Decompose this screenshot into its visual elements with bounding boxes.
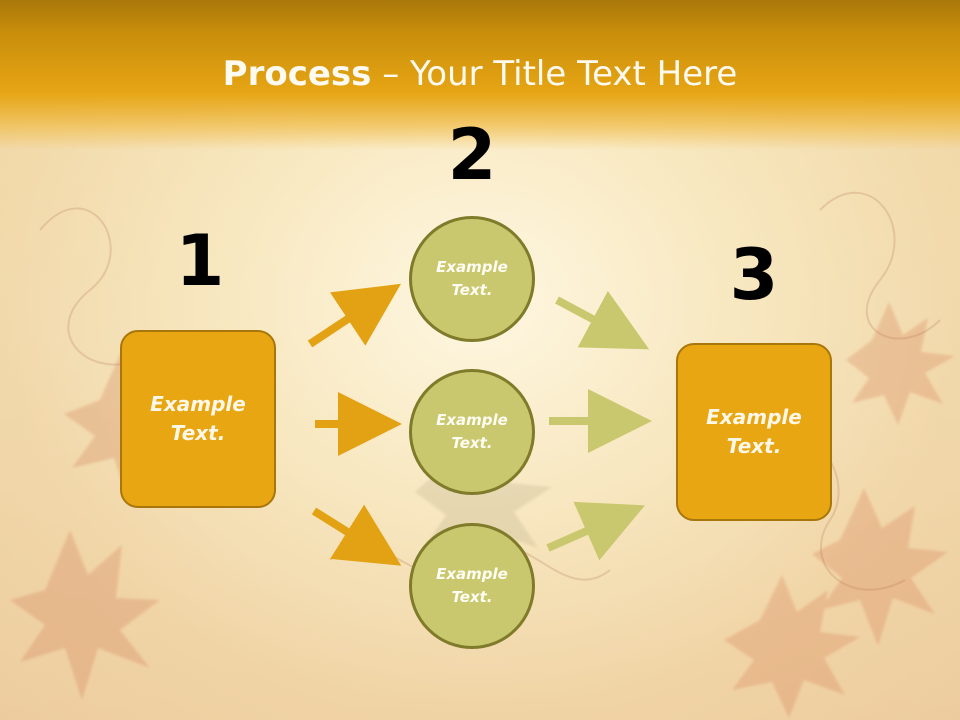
- step-1-box: Example Text.: [120, 330, 276, 508]
- title-rest: Your Title Text Here: [410, 54, 738, 94]
- step-2-number: 2: [447, 114, 497, 196]
- header-band: [0, 0, 960, 150]
- step-1-number: 1: [175, 220, 225, 302]
- step-2-circle-middle: Example Text.: [409, 369, 535, 495]
- arrow-right-icon: [555, 290, 650, 350]
- arrow-right-icon: [546, 501, 645, 561]
- step-2-circle-bottom: Example Text.: [409, 523, 535, 649]
- arrow-right-icon: [311, 504, 402, 566]
- maple-leaves-right: [724, 302, 955, 718]
- title-strong: Process: [222, 54, 372, 94]
- arrow-right-icon: [307, 283, 402, 348]
- step-2-circle-top: Example Text.: [409, 216, 535, 342]
- title-dash: –: [371, 54, 411, 94]
- slide-title: Process – Your Title Text Here: [0, 52, 960, 96]
- step-3-box: Example Text.: [676, 343, 832, 521]
- step-3-number: 3: [729, 234, 779, 316]
